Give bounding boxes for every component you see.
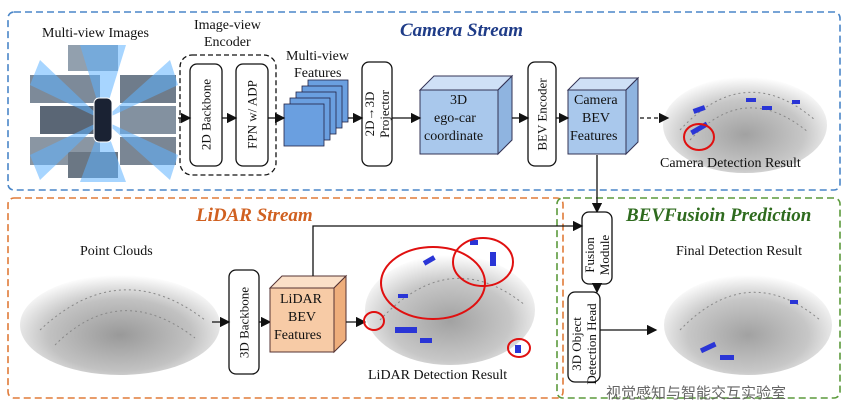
lidar-highlight-circle-4 xyxy=(507,338,531,358)
lidar-stream-title: LiDAR Stream xyxy=(196,205,313,226)
backbone-2d-label: 2D Backbone xyxy=(198,78,214,151)
fpn-label: FPN w/ ADP xyxy=(244,80,260,149)
lidar-highlight-circle-1 xyxy=(380,246,486,320)
fusion-region xyxy=(556,197,841,399)
camera-detection-pointcloud xyxy=(663,77,827,173)
fusion-title: BEVFusioin Prediction xyxy=(626,205,812,226)
encoder-label-line2: Encoder xyxy=(204,35,251,50)
camera-stream-region xyxy=(7,11,841,191)
camera-bev-label-line2: BEV xyxy=(582,111,610,126)
fusion-module-label: Fusion Module xyxy=(582,234,612,276)
features-label-line1: Multi-view xyxy=(286,49,349,64)
camera-bev-cube xyxy=(566,76,640,156)
encoder-label-line1: Image-view xyxy=(194,18,261,33)
watermark: 视觉感知与智能交互实验室 xyxy=(606,384,787,402)
multi-view-images xyxy=(30,45,178,182)
final-detection-pointcloud xyxy=(664,275,832,375)
camera-highlight-circle xyxy=(683,123,715,151)
multi-view-images-label: Multi-view Images xyxy=(42,26,149,41)
ego-car-cube xyxy=(418,74,514,156)
lidar-bev-label-line1: LiDAR xyxy=(280,292,322,307)
camera-bev-label-line1: Camera xyxy=(574,93,618,108)
detection-head-box xyxy=(567,291,601,383)
point-clouds-label: Point Clouds xyxy=(80,244,153,259)
backbone-3d-label: 3D Backbone xyxy=(236,286,252,359)
point-cloud-input xyxy=(20,275,220,375)
final-detection-result-label: Final Detection Result xyxy=(676,244,802,259)
camera-stream-title: Camera Stream xyxy=(400,20,523,41)
camera-bev-label-line3: Features xyxy=(570,129,618,144)
ego-label-line2: ego-car xyxy=(434,111,476,126)
lidar-highlight-circle-2 xyxy=(452,237,514,287)
lidar-bev-label-line2: BEV xyxy=(288,310,316,325)
multi-view-feature-stack xyxy=(283,79,349,147)
lidar-detection-pointcloud xyxy=(363,237,535,365)
lidar-bev-cube xyxy=(268,274,348,354)
camera-detection-result-label: Camera Detection Result xyxy=(660,156,801,171)
ego-label-line1: 3D xyxy=(450,93,468,108)
lidar-bev-label-line3: Features xyxy=(274,328,322,343)
lidar-highlight-circle-3 xyxy=(363,311,385,331)
detection-head-label: 3D Object Detection Head xyxy=(569,303,599,385)
projector-label: 2D→3D Projector xyxy=(362,90,392,138)
lidar-detection-result-label: LiDAR Detection Result xyxy=(368,368,508,383)
features-label-line2: Features xyxy=(294,66,342,81)
ego-label-line3: coordinate xyxy=(424,129,484,144)
bev-encoder-label: BEV Encoder xyxy=(534,78,550,151)
